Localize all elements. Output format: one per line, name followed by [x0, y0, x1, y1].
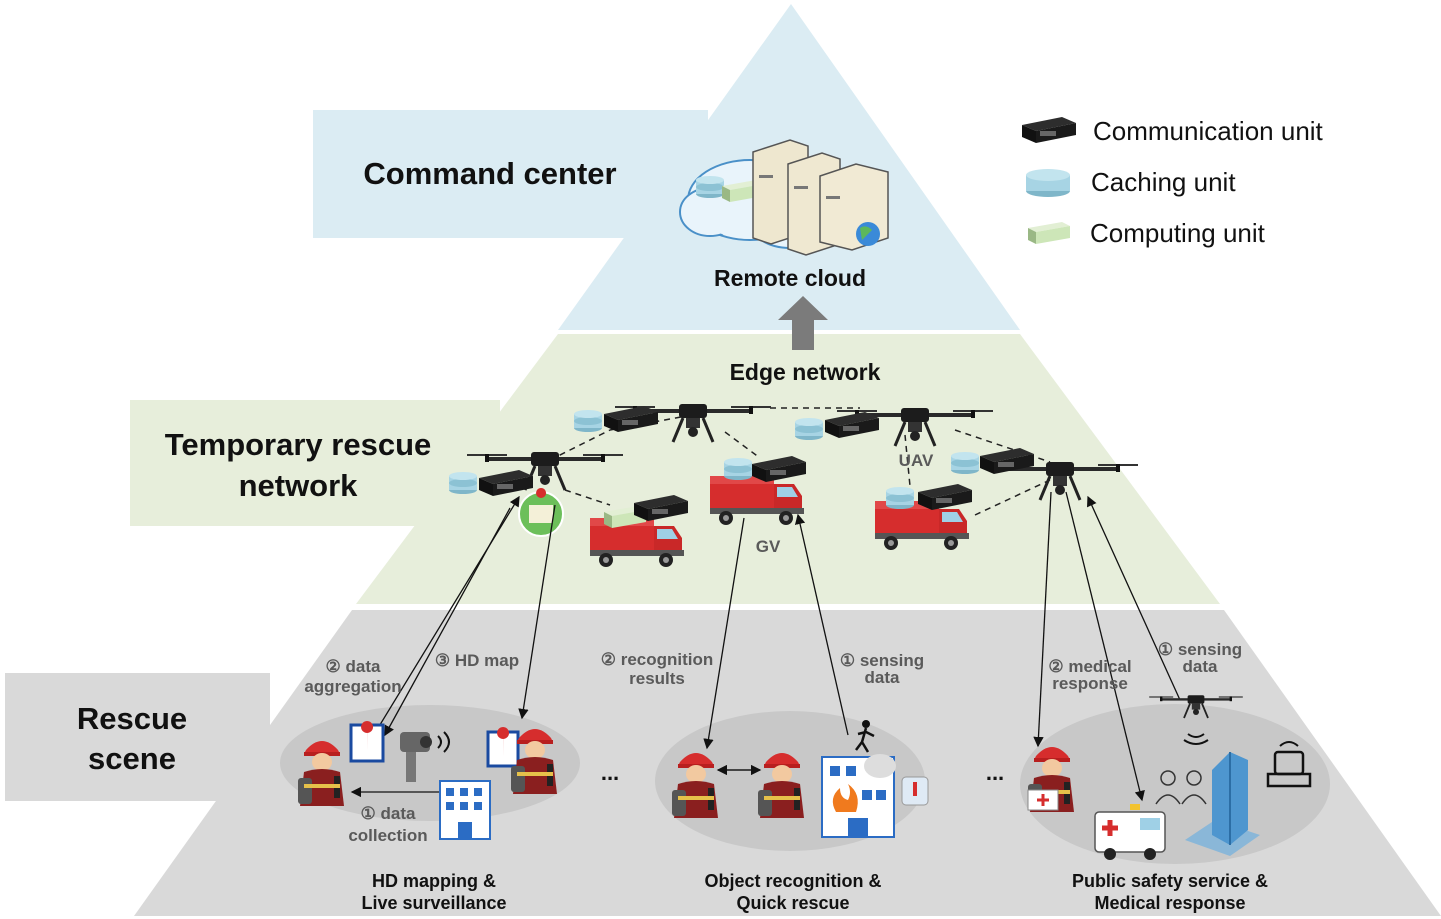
tier-label-command: Command center: [363, 156, 616, 191]
legend-caching-label: Caching unit: [1091, 167, 1236, 197]
legend-communication-icon: [1022, 117, 1076, 143]
tier-label-temporary-line2: network: [239, 468, 359, 503]
remote-cloud-label: Remote cloud: [714, 265, 866, 291]
annotation-sensing-mid-1: ① sensing: [840, 651, 924, 670]
tier-label-rescue-line2: scene: [88, 741, 176, 776]
annotation-data-collection-1: ① data: [361, 804, 416, 823]
scenario-3-title-line2: Medical response: [1094, 893, 1245, 913]
legend-caching-icon: [1026, 169, 1070, 197]
running-person-icon: [855, 720, 875, 753]
annotation-sensing-right-1: ① sensing: [1158, 640, 1242, 659]
scenario-2-title-line1: Object recognition &: [704, 871, 881, 891]
flow-arrows: [350, 491, 1181, 802]
annotation-medical-1: ② medical: [1048, 657, 1131, 676]
globe-icon: [856, 222, 880, 246]
annotation-medical-2: response: [1052, 674, 1128, 693]
scene-tier-label-band: [5, 673, 270, 801]
command-tier-label-band: [313, 110, 708, 238]
annotation-data-collection-2: collection: [348, 826, 427, 845]
robot-icon: [1266, 741, 1312, 788]
edge-tier-label-band: [130, 400, 500, 526]
building-icon: [439, 780, 491, 840]
first-aid-icon: [1027, 789, 1059, 811]
scenario-1-title-line2: Live surveillance: [361, 893, 506, 913]
annotation-data-aggregation-1: ② data: [326, 657, 381, 676]
annotation-data-aggregation-2: aggregation: [304, 677, 401, 696]
annotation-recognition-1: ② recognition: [601, 650, 714, 669]
ambulance-icon: [1094, 804, 1166, 860]
legend-computing-icon: [1028, 222, 1070, 244]
skyscraper-icon: [1185, 752, 1260, 856]
annotation-sensing-mid-2: data: [865, 668, 901, 687]
uav-label: UAV: [899, 451, 934, 470]
scenario-1-title-line1: HD mapping &: [372, 871, 496, 891]
annotation-sensing-right-2: data: [1183, 657, 1219, 676]
tier-label-rescue-line1: Rescue: [77, 701, 187, 736]
thermometer-icon: [901, 776, 929, 806]
edge-network-label: Edge network: [730, 359, 881, 385]
camera-icon: [400, 731, 450, 782]
gv-label: GV: [756, 537, 781, 556]
map-icon: [349, 721, 385, 763]
burning-building-icon: [821, 754, 896, 838]
ellipsis-1: ...: [601, 760, 619, 785]
scenario-2-title-line2: Quick rescue: [736, 893, 849, 913]
medical-staff-icon: [1155, 770, 1207, 805]
legend-communication-label: Communication unit: [1093, 116, 1324, 146]
up-arrow-icon: [778, 296, 828, 350]
drone-small-icon: [1148, 694, 1244, 745]
tier-label-temporary-line1: Temporary rescue: [165, 427, 432, 462]
ellipsis-2: ...: [986, 760, 1004, 785]
map-icon: [486, 727, 520, 768]
annotation-recognition-2: results: [629, 669, 685, 688]
server-tower-icon: [752, 139, 889, 256]
scenario-3-title-line1: Public safety service &: [1072, 871, 1268, 891]
annotation-hd-map: ③ HD map: [435, 651, 519, 670]
legend-computing-label: Computing unit: [1090, 218, 1266, 248]
